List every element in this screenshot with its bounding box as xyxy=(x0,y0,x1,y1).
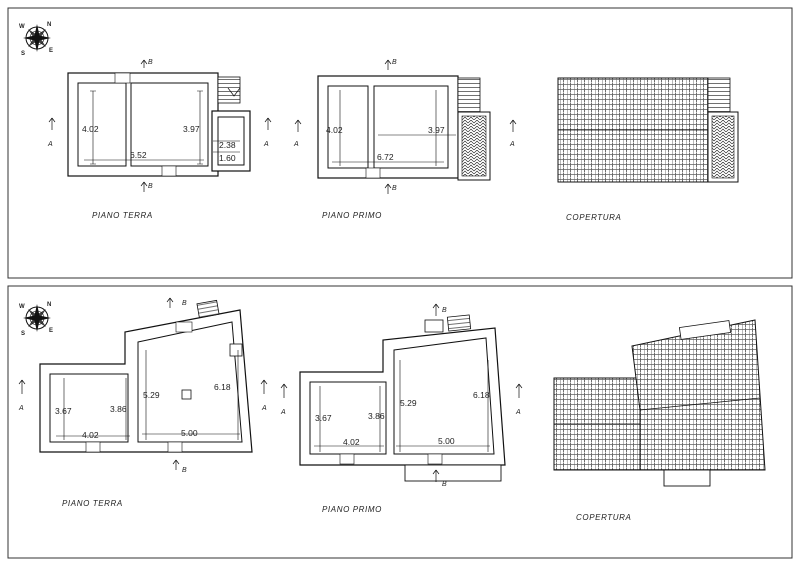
dim-bp-w1: 4.02 xyxy=(343,437,360,447)
dim-primo-width: 6.72 xyxy=(377,152,394,162)
section-b-bottom: B xyxy=(148,183,153,190)
label-bottom-piano-terra: PIANO TERRA xyxy=(62,499,123,508)
label-bottom-copertura: COPERTURA xyxy=(576,513,631,522)
section-a-left: A xyxy=(47,141,53,148)
dim-bp-left: 3.67 xyxy=(315,413,332,423)
dim-bt-w2: 5.00 xyxy=(181,428,198,438)
dim-bp-h3: 6.18 xyxy=(473,390,490,400)
section-a-left-2: A xyxy=(293,141,299,148)
section-a-right-3: A xyxy=(261,405,267,412)
compass-w-2: W xyxy=(19,304,25,310)
compass-e: E xyxy=(49,48,53,54)
section-a-right-4: A xyxy=(515,409,521,416)
dim-bp-w2: 5.00 xyxy=(438,436,455,446)
dim-bp-mid: 3.86 xyxy=(368,411,385,421)
section-b-top-2: B xyxy=(392,59,397,66)
compass-s: S xyxy=(21,51,25,57)
compass-n-2: N xyxy=(47,302,51,308)
section-b-top-4: B xyxy=(442,307,447,314)
dim-primo-left: 4.02 xyxy=(326,125,343,135)
dim-terra-annex-w: 1.60 xyxy=(219,153,236,163)
dim-bt-left: 3.67 xyxy=(55,406,72,416)
compass-e-2: E xyxy=(49,328,53,334)
dim-terra-right: 3.97 xyxy=(183,124,200,134)
bottom-piano-terra-plan: 3.67 3.86 4.02 5.29 6.18 5.00 B B A A PI… xyxy=(18,297,268,508)
section-a-right: A xyxy=(263,141,269,148)
dim-bt-h2: 5.29 xyxy=(143,390,160,400)
section-b-top-3: B xyxy=(182,300,187,307)
top-piano-terra-plan: 4.02 3.97 6.52 2.38 1.60 B B A A PIANO T… xyxy=(47,59,272,220)
compass-n: N xyxy=(47,22,51,28)
bottom-piano-primo-plan: 3.67 3.86 4.02 5.29 6.18 5.00 B B A A PI… xyxy=(280,303,523,514)
section-a-left-3: A xyxy=(18,405,24,412)
bottom-sheet-frame xyxy=(7,285,793,559)
section-b-bottom-3: B xyxy=(182,467,187,474)
top-sheet-frame xyxy=(7,7,793,279)
compass-w: W xyxy=(19,24,25,30)
compass-rose-icon: N W E S xyxy=(19,22,53,57)
top-piano-primo-plan: 4.02 3.97 6.72 B B A A PIANO PRIMO xyxy=(293,59,517,220)
section-a-right-2: A xyxy=(509,141,515,148)
label-top-piano-terra: PIANO TERRA xyxy=(92,211,153,220)
section-b-bottom-4: B xyxy=(442,481,447,488)
dim-bp-h2: 5.29 xyxy=(400,398,417,408)
section-b-bottom-2: B xyxy=(392,185,397,192)
dim-bt-w1: 4.02 xyxy=(82,430,99,440)
compass-rose-icon-2: N W E S xyxy=(19,302,53,337)
dim-terra-annex-h: 2.38 xyxy=(219,140,236,150)
dim-bt-h3: 6.18 xyxy=(214,382,231,392)
dim-primo-right: 3.97 xyxy=(428,125,445,135)
bottom-copertura-plan: COPERTURA xyxy=(553,319,766,522)
top-copertura-plan: COPERTURA xyxy=(557,77,739,222)
label-top-piano-primo: PIANO PRIMO xyxy=(322,211,382,220)
dim-terra-left: 4.02 xyxy=(82,124,99,134)
label-top-copertura: COPERTURA xyxy=(566,213,621,222)
compass-s-2: S xyxy=(21,331,25,337)
section-b-top: B xyxy=(148,59,153,66)
dim-bt-mid: 3.86 xyxy=(110,404,127,414)
label-bottom-piano-primo: PIANO PRIMO xyxy=(322,505,382,514)
dim-terra-width: 6.52 xyxy=(130,150,147,160)
section-a-left-4: A xyxy=(280,409,286,416)
